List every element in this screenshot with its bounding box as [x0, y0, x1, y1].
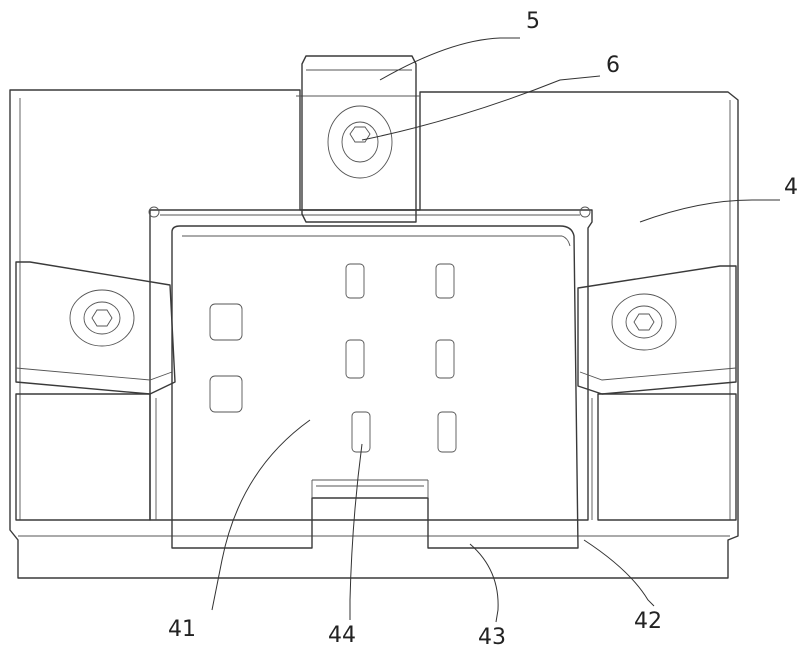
base-plate	[9, 89, 739, 579]
callout-6: 6	[606, 53, 620, 78]
top-clamp-block	[301, 55, 417, 223]
left-clamp	[15, 261, 176, 521]
leader-lines	[211, 37, 780, 623]
locating-pins	[209, 263, 457, 453]
callout-42: 42	[634, 609, 662, 634]
fixture-plate	[171, 225, 579, 549]
callout-5: 5	[526, 9, 540, 34]
callout-43: 43	[478, 625, 506, 650]
callout-4: 4	[784, 175, 798, 200]
recess-pocket	[148, 206, 593, 521]
right-clamp	[577, 265, 737, 521]
callout-44: 44	[328, 623, 356, 648]
callout-41: 41	[168, 617, 196, 642]
